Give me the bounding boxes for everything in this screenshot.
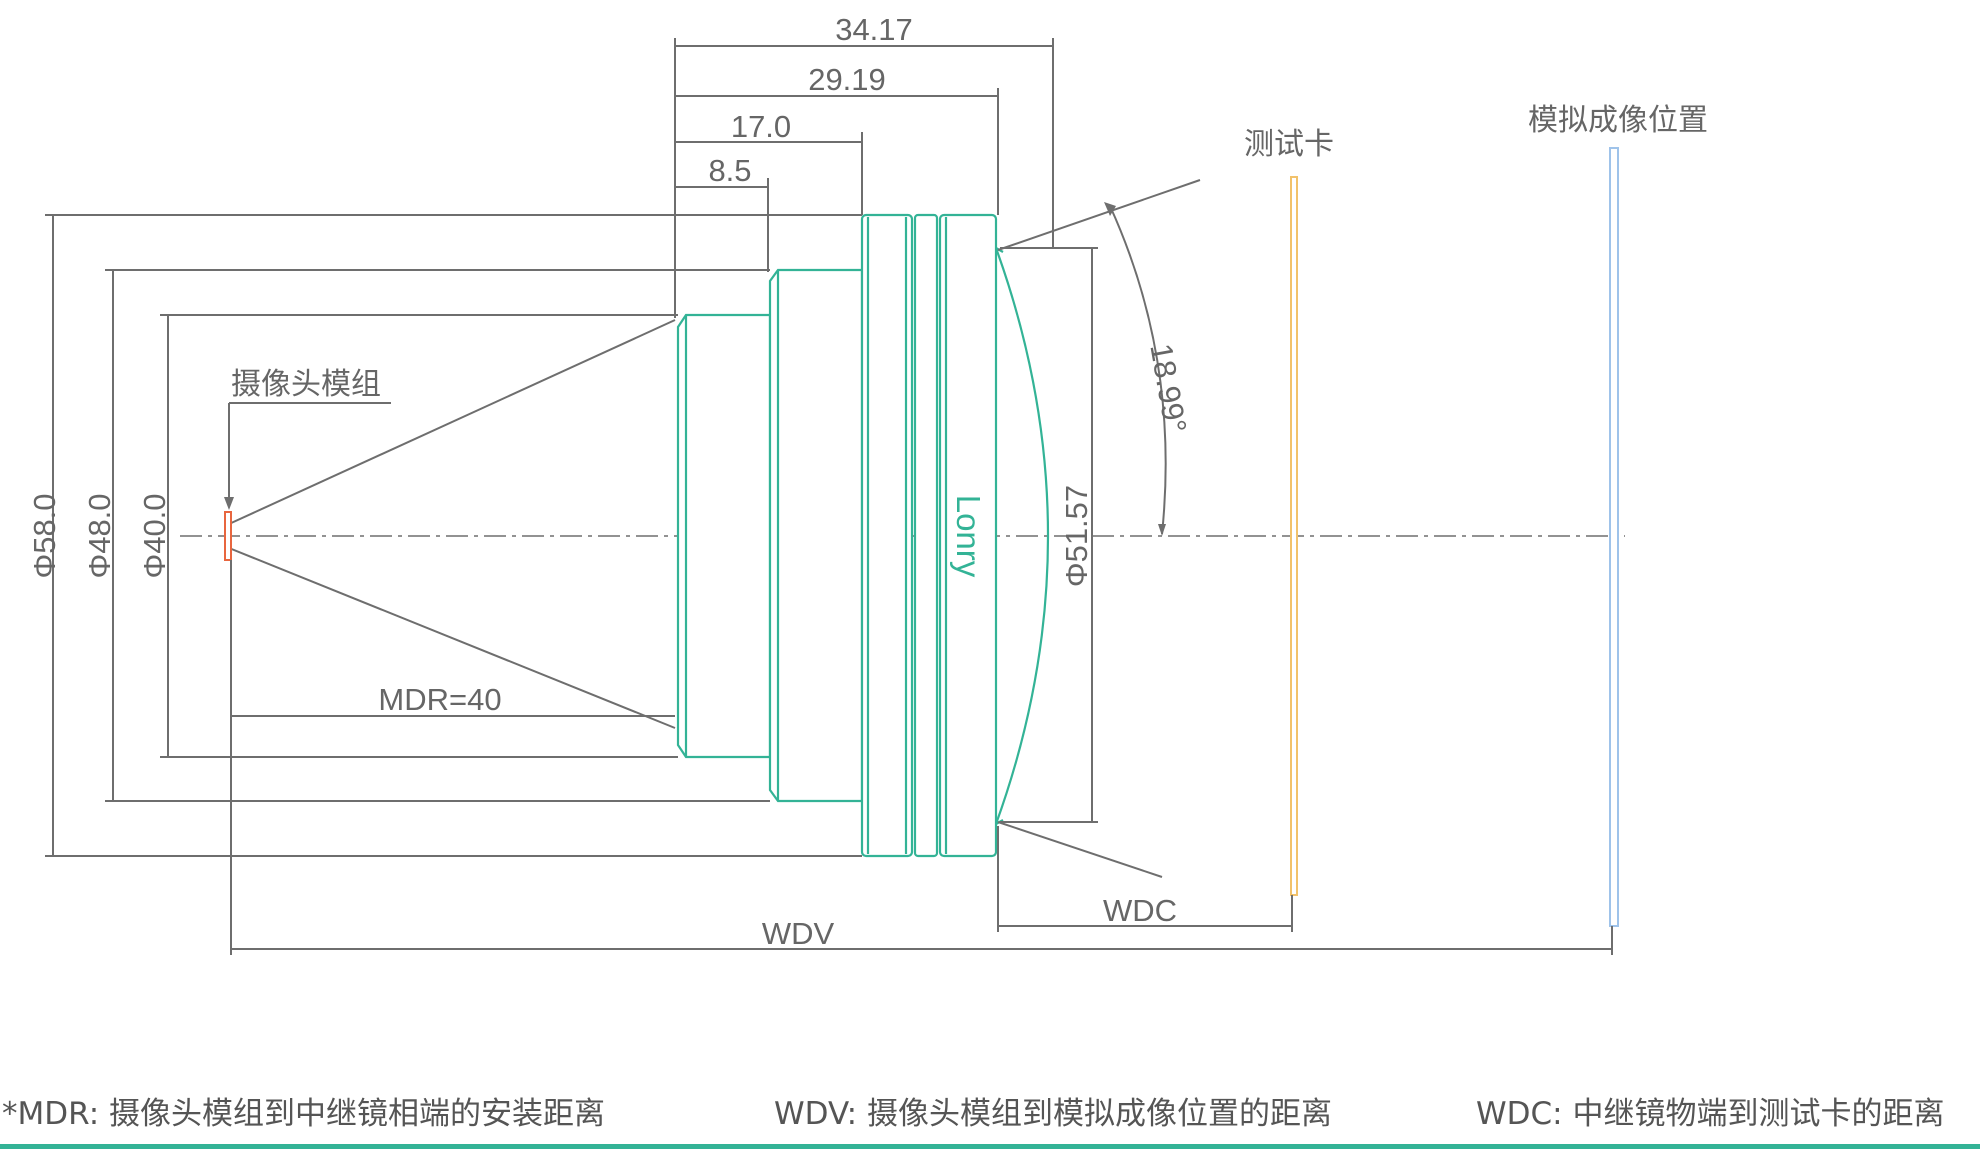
test-card-label: 测试卡 (1244, 127, 1334, 162)
field-angle: 18.99° (997, 179, 1201, 878)
dim-29-19: 29.19 (808, 62, 886, 97)
relay-lens: Lonry (676, 213, 1050, 858)
wdv-dimension: WDV (231, 916, 1613, 955)
lens-rear-barrel (676, 313, 772, 759)
dim-wdc: WDC (1103, 893, 1177, 928)
lens-front-dome (994, 247, 1050, 825)
lens-ring-1 (860, 213, 914, 858)
wdc-dimension: WDC (997, 826, 1293, 932)
note-wdc: WDC: 中继镜物端到测试卡的距离 (1476, 1096, 1944, 1132)
dim-angle: 18.99° (1143, 341, 1193, 436)
dim-phi-40: Φ40.0 (137, 493, 172, 578)
image-plane: 模拟成像位置 (1528, 103, 1708, 927)
lens-ring-2 (913, 213, 939, 858)
image-plane-label: 模拟成像位置 (1528, 103, 1708, 138)
footnotes: *MDR: 摄像头模组到中继镜相端的安装距离 WDV: 摄像头模组到模拟成像位置… (2, 1096, 1944, 1132)
dim-wdv: WDV (762, 916, 835, 951)
note-mdr: *MDR: 摄像头模组到中继镜相端的安装距离 (2, 1096, 605, 1132)
dim-phi-58: Φ58.0 (27, 493, 62, 578)
mdr-dimension: MDR=40 (230, 560, 675, 955)
left-dimensions: Φ58.0 Φ48.0 Φ40.0 (27, 214, 862, 857)
camera-module: 摄像头模组 (224, 319, 676, 729)
note-wdv: WDV: 摄像头模组到模拟成像位置的距离 (774, 1096, 1332, 1132)
test-card: 测试卡 (1244, 127, 1334, 896)
dim-34-17: 34.17 (835, 12, 913, 47)
dim-mdr: MDR=40 (378, 682, 501, 717)
brand-logo: Lonry (950, 495, 987, 578)
top-dimensions: 34.17 29.19 17.0 8.5 (674, 12, 1054, 318)
image-plane-marker (1609, 147, 1619, 927)
sensor-marker (224, 511, 232, 561)
dim-phi-51-57: Φ51.57 (1059, 485, 1094, 587)
lens-middle-barrel (768, 268, 864, 803)
camera-module-label: 摄像头模组 (231, 367, 381, 402)
bottom-rule (0, 1144, 1980, 1149)
front-diameter-dimension: Φ51.57 (1000, 247, 1098, 823)
dim-17-0: 17.0 (731, 109, 791, 144)
dim-phi-48: Φ48.0 (82, 493, 117, 578)
dim-8-5: 8.5 (708, 153, 751, 188)
test-card-plane (1290, 176, 1298, 896)
lens-ring-3 (938, 213, 998, 858)
